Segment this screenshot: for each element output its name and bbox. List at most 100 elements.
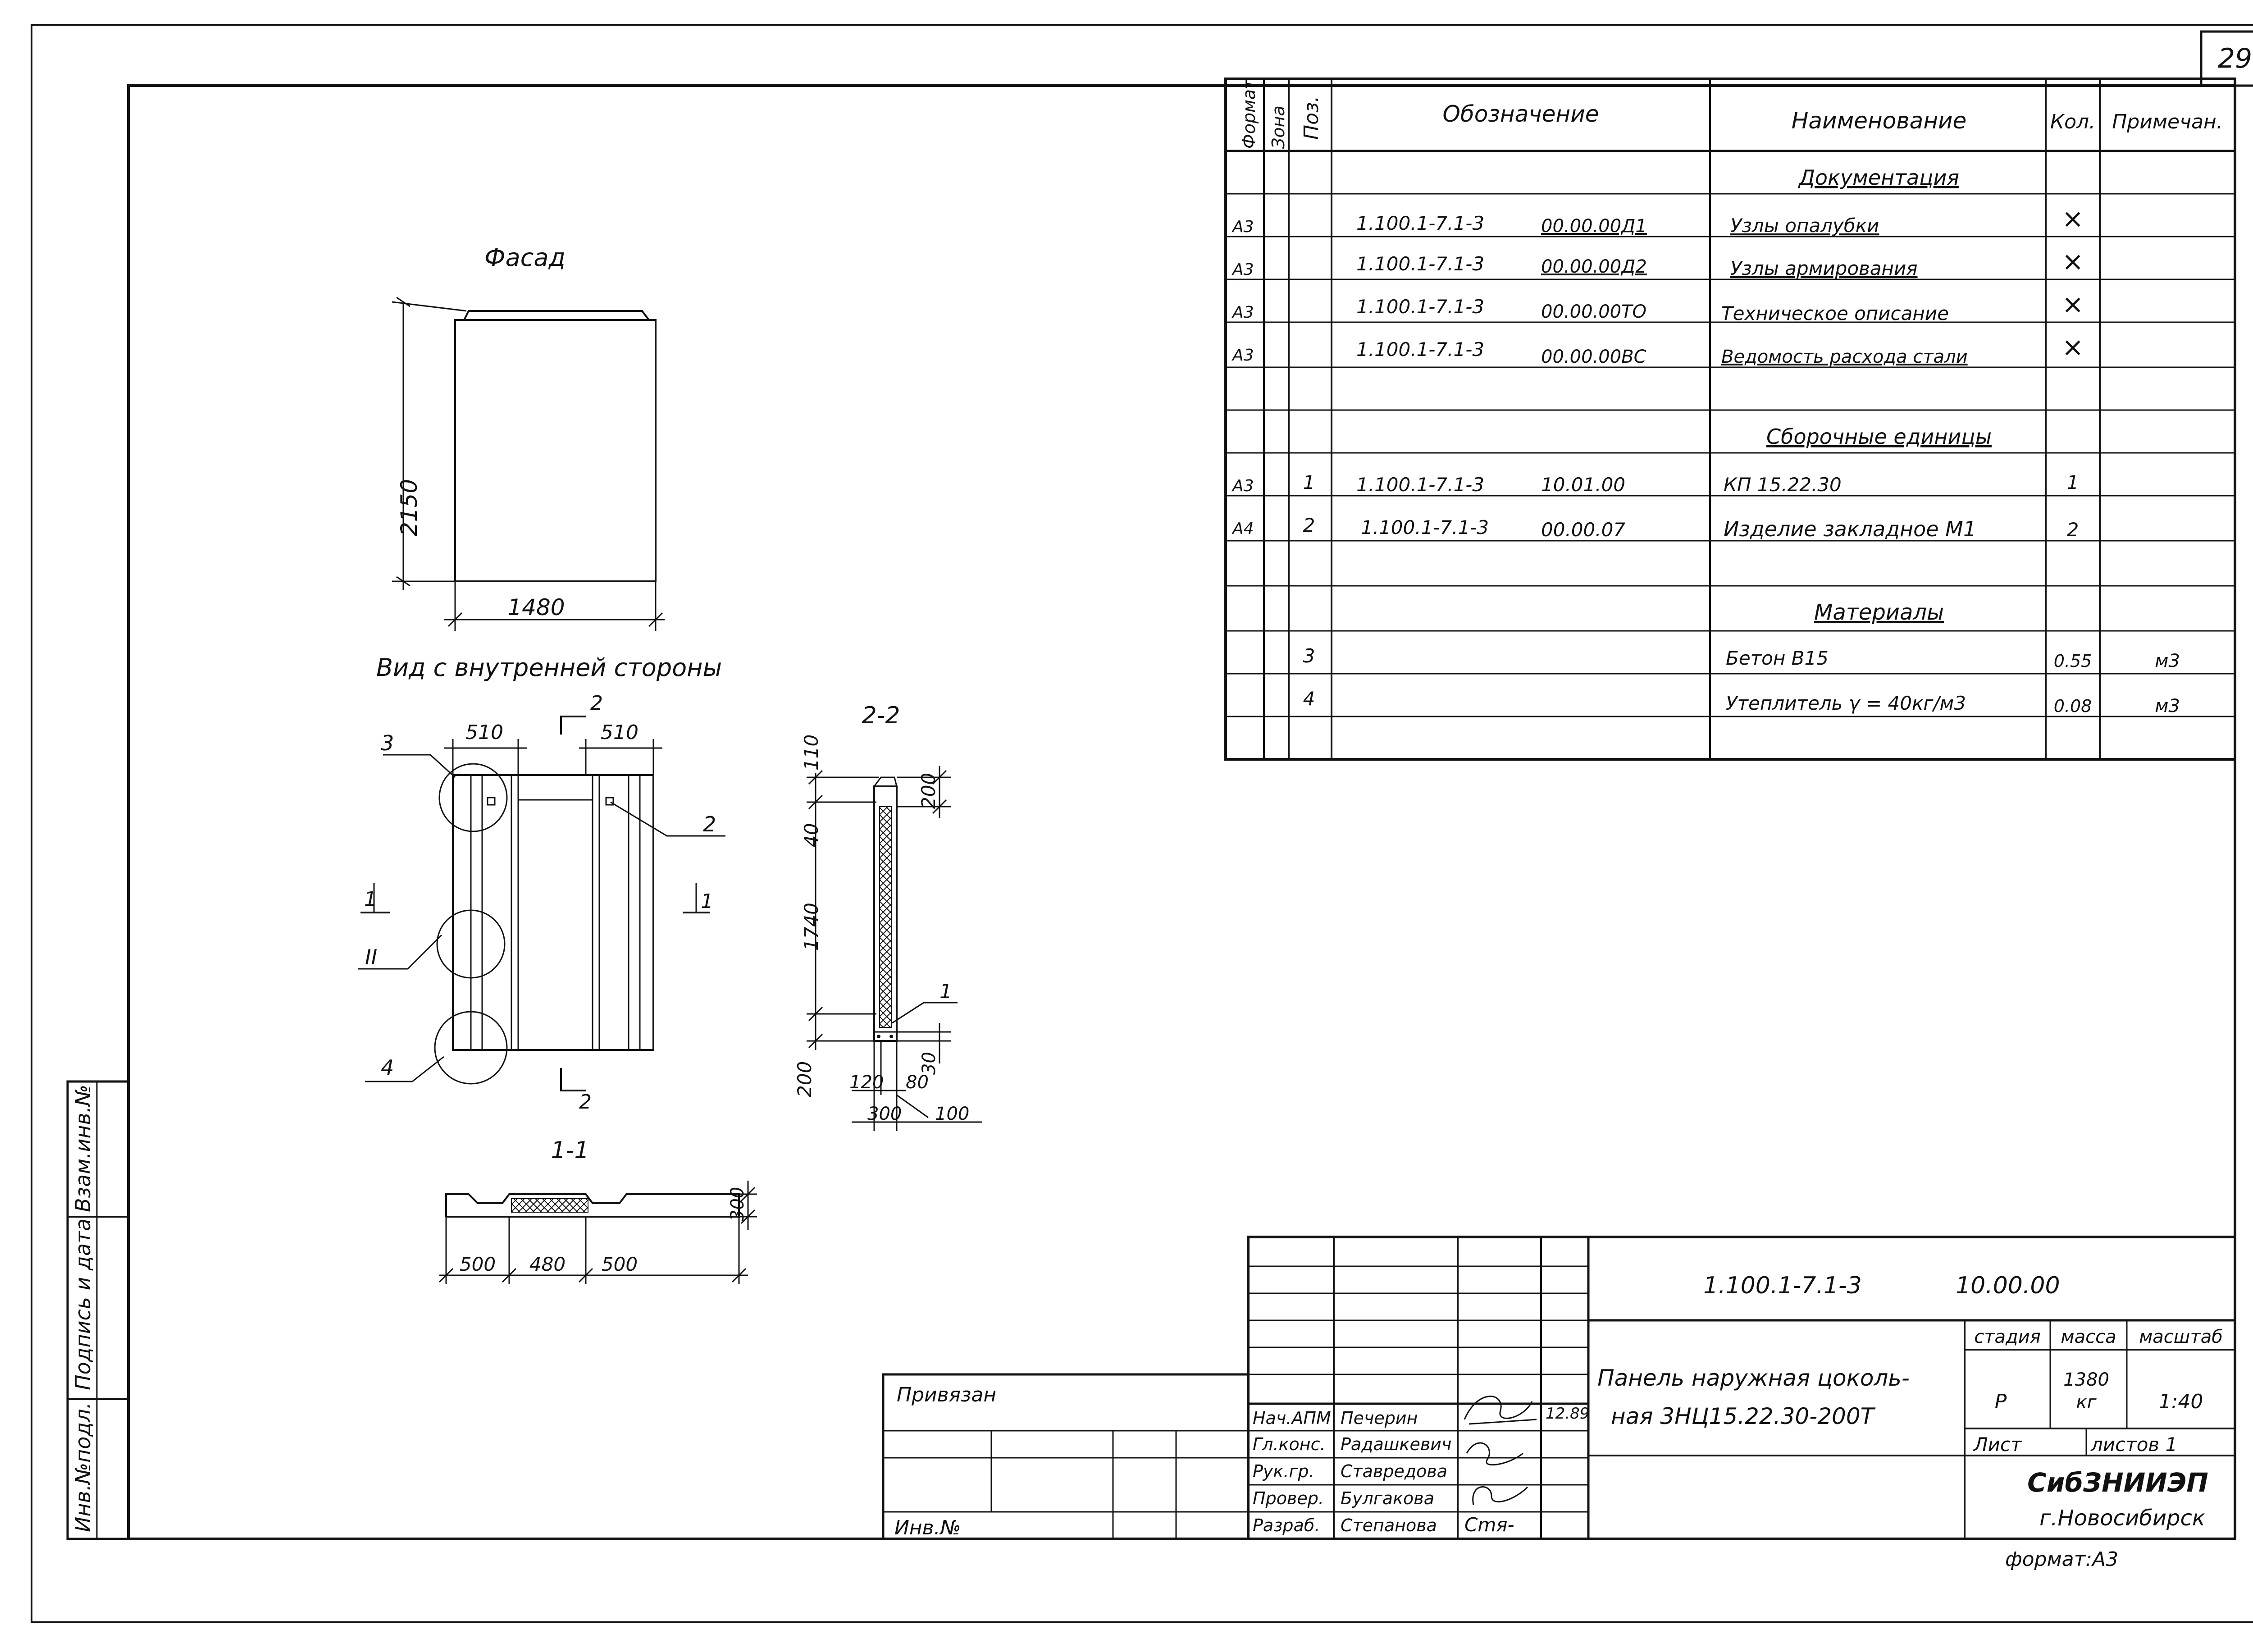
facade-view: Фасад 2150 1480 xyxy=(392,243,665,631)
section-1-1: 1-1 500 480 500 300 xyxy=(438,1137,757,1284)
s22-dim-120: 120 xyxy=(849,1072,884,1093)
s22-dim-200-bottom: 200 xyxy=(794,1061,816,1097)
mat-row-note: м3 xyxy=(2155,651,2180,671)
mat-row-name: Бетон В15 xyxy=(1726,647,1829,669)
approval-date: 12.89 xyxy=(1546,1405,1589,1423)
hdr-format: Формат xyxy=(1239,78,1259,149)
asm-row-pos: 1 xyxy=(1303,471,1315,493)
s11-dim-500a: 500 xyxy=(460,1253,496,1275)
mat-row-qty: 0.55 xyxy=(2054,651,2092,671)
section-22-title: 2-2 xyxy=(862,702,900,729)
mat-row-pos: 4 xyxy=(1303,688,1315,710)
hdr-name: Наименование xyxy=(1792,108,1967,134)
bound-label: Привязан xyxy=(897,1383,996,1406)
asm-row-suffix: 10.01.00 xyxy=(1541,474,1625,496)
hdr-note: Примечан. xyxy=(2112,110,2223,133)
doc-row-suffix: 00.00.00Д1 xyxy=(1541,216,1647,237)
doc-row-code: 1.100.1-7.1-3 xyxy=(1356,296,1484,318)
s22-dim-1740: 1740 xyxy=(800,903,822,951)
doc-row-format: А3 xyxy=(1231,260,1254,279)
sec-bottom-label: 2 xyxy=(579,1091,592,1114)
hdr-pos: Поз. xyxy=(1300,96,1323,140)
doc-row-name: Ведомость расхода стали xyxy=(1721,347,1968,367)
role: Гл.конс. xyxy=(1253,1434,1326,1454)
person: Степанова xyxy=(1341,1515,1437,1535)
sec-top-label: 2 xyxy=(590,692,603,715)
sec-left-label: 1 xyxy=(364,888,377,911)
section-materials: Материалы xyxy=(1814,600,1944,625)
facade-title: Фасад xyxy=(484,243,566,272)
callout-4-label: 4 xyxy=(381,1055,394,1080)
person: Радашкевич xyxy=(1341,1434,1451,1454)
doc-row-qty: × xyxy=(2062,332,2084,362)
asm-row-suffix: 00.00.07 xyxy=(1541,519,1625,541)
s11-dim-300: 300 xyxy=(727,1187,748,1221)
doc-suffix: 10.00.00 xyxy=(1956,1272,2060,1299)
side-inv-orig: Инв.№подл. xyxy=(71,1402,95,1532)
section-documentation: Документация xyxy=(1798,165,1959,190)
asm-row-pos: 2 xyxy=(1303,514,1315,536)
facade-height-dim: 2150 xyxy=(396,479,422,536)
s11-dim-480: 480 xyxy=(529,1253,566,1275)
mat-row-pos: 3 xyxy=(1303,645,1315,667)
mat-row-note: м3 xyxy=(2155,696,2180,716)
inner-view-title: Вид с внутренней стороны xyxy=(376,653,722,682)
s11-dim-500b: 500 xyxy=(602,1253,638,1275)
doc-row-suffix: 00.00.00Д2 xyxy=(1541,256,1647,277)
callout-II-label: II xyxy=(365,945,377,969)
asm-row-code: 1.100.1-7.1-3 xyxy=(1356,474,1484,496)
spec-table: Формат Зона Поз. Обозначение Наименовани… xyxy=(1224,78,2236,761)
role: Разраб. xyxy=(1253,1515,1320,1535)
s22-dim-100: 100 xyxy=(935,1104,969,1124)
s22-dim-80: 80 xyxy=(906,1072,929,1093)
doc-code: 1.100.1-7.1-3 xyxy=(1703,1272,1862,1299)
asm-row-name: Изделие закладное М1 xyxy=(1724,517,1976,541)
signature-text: Сmя- xyxy=(1464,1514,1514,1536)
doc-row-name: Техническое описание xyxy=(1721,302,1949,324)
section-2-2: 2-2 110 40 1740 200 200 30 1 xyxy=(794,702,982,1131)
doc-row-name: Узлы опалубки xyxy=(1730,214,1879,237)
inner-dim-right: 510 xyxy=(601,721,639,744)
format-label: формат:А3 xyxy=(2005,1548,2118,1571)
callout-2-label: 2 xyxy=(703,812,716,836)
asm-row-format: А3 xyxy=(1231,477,1254,495)
role: Рук.гр. xyxy=(1253,1461,1314,1481)
callout-circle-4 xyxy=(434,1011,508,1085)
side-replace-inv: Взам.инв.№ xyxy=(71,1085,95,1212)
asm-row-qty: 2 xyxy=(2067,519,2079,541)
mass-value: 1380 xyxy=(2063,1369,2109,1390)
role: Провер. xyxy=(1253,1488,1324,1508)
asm-row-qty: 1 xyxy=(2067,471,2079,493)
doc-row-format: А3 xyxy=(1231,303,1254,322)
person: Ставрeдова xyxy=(1341,1461,1447,1481)
s22-dim-200-right: 200 xyxy=(917,773,940,809)
inner-dim-left: 510 xyxy=(465,721,503,744)
mat-row-qty: 0.08 xyxy=(2054,696,2092,716)
sheets-header: листов 1 xyxy=(2090,1433,2177,1456)
s22-callout-1: 1 xyxy=(940,980,952,1003)
callout-circle-II xyxy=(436,909,506,979)
doc-row-qty: × xyxy=(2062,289,2084,319)
doc-row-suffix: 00.00.00ТО xyxy=(1541,301,1646,322)
person: Булгакова xyxy=(1341,1488,1434,1508)
mat-row-name: Утеплитель γ = 40кг/м3 xyxy=(1726,692,1966,714)
doc-row-name: Узлы армирования xyxy=(1730,257,1918,279)
section-11-title: 1-1 xyxy=(551,1137,589,1164)
signature-scribble xyxy=(1472,1486,1528,1506)
outer-border xyxy=(31,24,2253,1623)
inv-label: Инв.№ xyxy=(894,1516,961,1539)
side-stamp: Инв.№подл. Подпись и дата Взам.инв.№ xyxy=(66,1080,130,1540)
s22-dim-300: 300 xyxy=(867,1104,902,1124)
callout-3-label: 3 xyxy=(381,731,394,755)
doc-row-code: 1.100.1-7.1-3 xyxy=(1356,253,1484,275)
mass-unit: кг xyxy=(2076,1392,2097,1413)
doc-row-qty: × xyxy=(2062,246,2084,277)
doc-row-format: А3 xyxy=(1231,346,1254,365)
page-number: 29 xyxy=(2218,43,2252,74)
doc-row-format: А3 xyxy=(1231,218,1254,236)
person: Печерин xyxy=(1341,1408,1418,1428)
stage-header: стадия xyxy=(1974,1327,2041,1347)
inner-view: Вид с внутренней стороны 510 510 2 2 3 2… xyxy=(358,653,725,1114)
org-name: СибЗНИИЭП xyxy=(2027,1467,2208,1498)
